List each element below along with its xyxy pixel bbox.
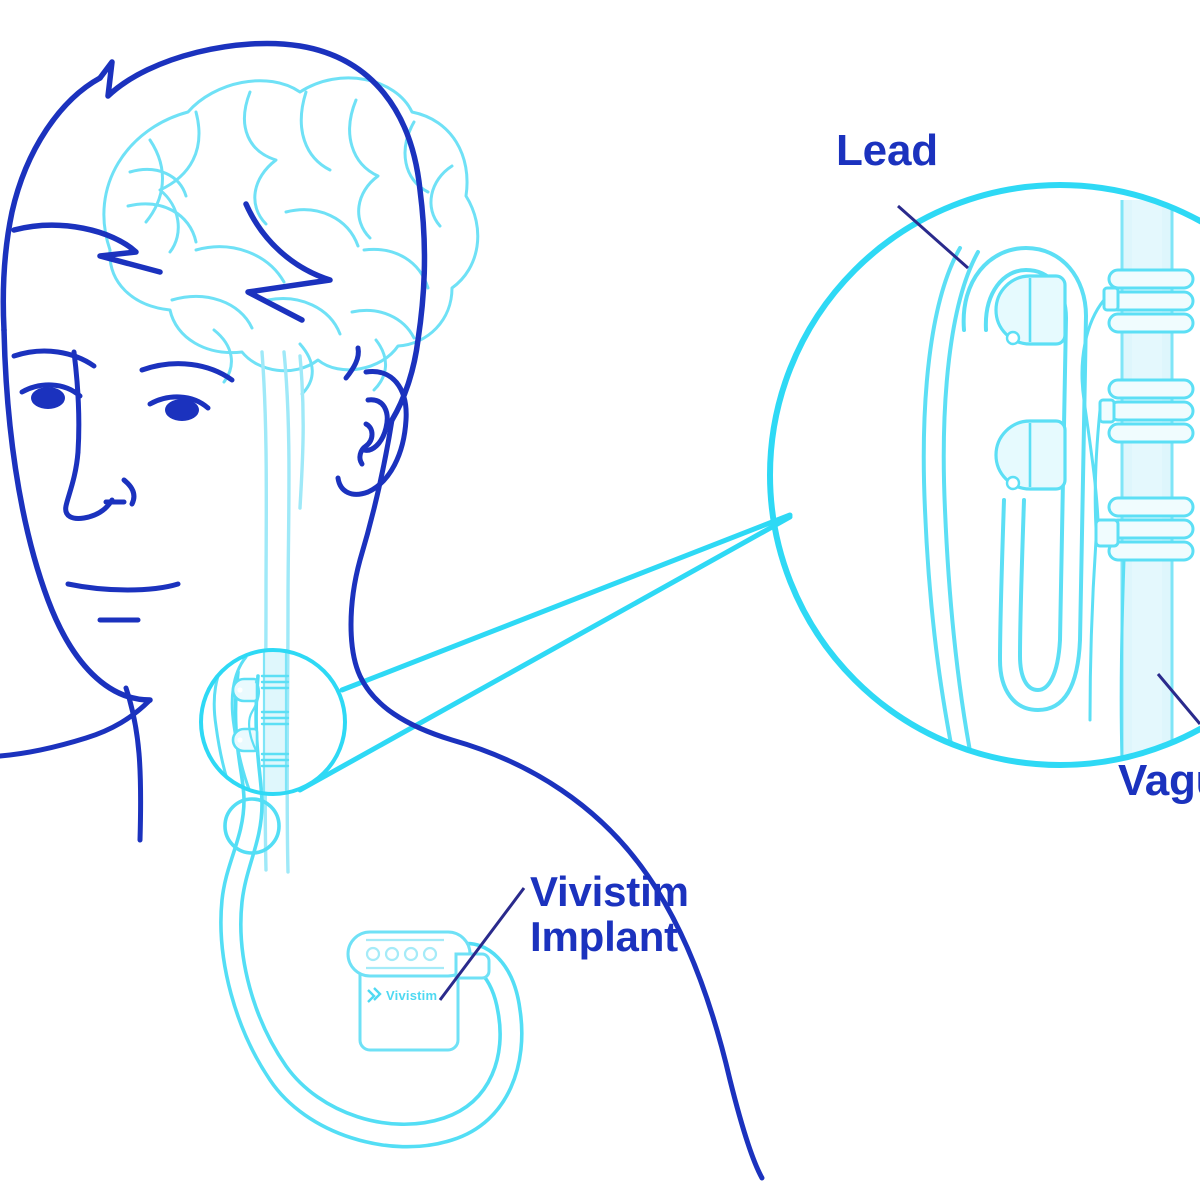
magnifier-connector-lines xyxy=(297,512,793,793)
device-header xyxy=(346,930,472,978)
pupils xyxy=(31,387,199,421)
ear-outline xyxy=(335,345,409,497)
eye-right-top xyxy=(147,394,211,411)
label-lead: Lead xyxy=(836,126,938,175)
helical-coil-group-3 xyxy=(1094,496,1195,562)
vagus-leader-line xyxy=(1156,673,1200,725)
device-logo-text: Vivistim xyxy=(386,988,438,1003)
coil-tether-wires xyxy=(1080,298,1106,722)
device-header-ports xyxy=(365,938,444,970)
detail-magnifier-circle xyxy=(767,182,1200,768)
helical-coil-group-1 xyxy=(1102,268,1195,334)
label-implant-line1: Vivistim xyxy=(530,868,689,915)
mouth xyxy=(65,581,181,593)
lead-cable-in-body xyxy=(219,670,524,1149)
device-lead-port xyxy=(454,952,491,980)
brain-illustration xyxy=(102,76,480,396)
anchor-electrode-1 xyxy=(994,274,1067,346)
neck-line-left xyxy=(123,685,144,843)
lead-main-cable xyxy=(961,246,1088,712)
shoulder-right xyxy=(348,417,765,1181)
eyebrow-right xyxy=(139,361,235,383)
nostril-right xyxy=(121,477,137,507)
nose xyxy=(63,449,115,521)
facial-features xyxy=(11,348,235,623)
vivistim-implant-device xyxy=(346,930,491,1052)
device-logo-mark xyxy=(367,987,382,1003)
label-implant-line2: Implant xyxy=(530,912,678,960)
helical-coil-group-2 xyxy=(1098,378,1195,444)
lead-leader-line xyxy=(897,204,969,270)
eyebrow-left xyxy=(11,348,97,369)
neck-callout-circle xyxy=(199,648,347,796)
detail-circle-content xyxy=(921,200,1195,765)
lead-outer-strand xyxy=(921,246,980,765)
implant-leader-line xyxy=(438,887,526,1001)
label-vagus-nerve: Vagus xyxy=(1118,756,1200,805)
head-and-hair-outline xyxy=(0,40,428,703)
brow-bridge xyxy=(71,349,82,455)
neck-and-shoulders xyxy=(0,417,765,1181)
callout-coils xyxy=(260,674,290,768)
anchor-electrode-2 xyxy=(994,419,1067,491)
